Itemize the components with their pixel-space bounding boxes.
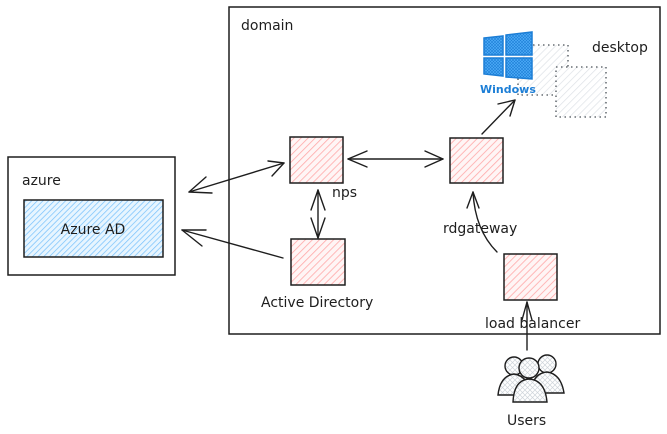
desktop-node: desktop xyxy=(517,40,648,118)
windows-logo-icon xyxy=(483,31,533,80)
load-balancer-node: load balancer xyxy=(485,253,580,332)
active-directory-node: Active Directory xyxy=(261,238,373,311)
users-label: Users xyxy=(507,413,546,429)
edge-nps-azure xyxy=(188,160,285,194)
nps-node: nps xyxy=(289,136,357,201)
azure-ad-label: Azure AD xyxy=(61,222,126,238)
desktop-label: desktop xyxy=(592,40,648,56)
edge-users-lb xyxy=(521,301,533,351)
windows-node: Windows xyxy=(480,31,536,96)
azure-ad-node: Azure AD xyxy=(23,199,164,258)
edge-lb-rdgateway xyxy=(466,191,498,253)
edge-nps-ad xyxy=(310,189,326,239)
users-icon xyxy=(497,354,565,403)
edge-ad-azure xyxy=(181,229,284,259)
nps-label: nps xyxy=(332,185,357,201)
domain-container-label: domain xyxy=(241,18,293,34)
rdgateway-node: rdgateway xyxy=(443,137,517,237)
edge-rdgateway-windows xyxy=(481,99,516,135)
users-node: Users xyxy=(497,354,565,429)
windows-label: Windows xyxy=(480,83,536,96)
azure-container-label: azure xyxy=(22,173,61,189)
domain-container: domain xyxy=(228,6,661,335)
load-balancer-label: load balancer xyxy=(485,316,580,332)
active-directory-label: Active Directory xyxy=(261,295,373,311)
edge-nps-rdgateway xyxy=(347,150,444,168)
rdgateway-label: rdgateway xyxy=(443,221,517,237)
